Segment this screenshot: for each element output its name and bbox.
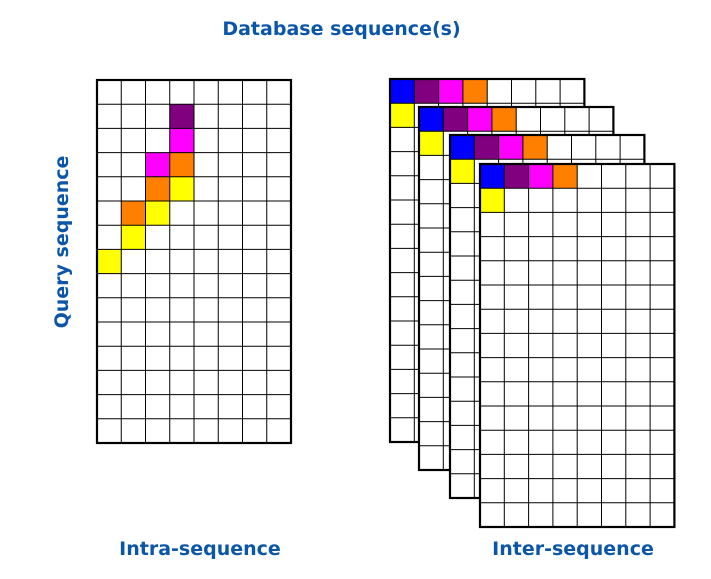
inter-sequence-caption: Inter-sequence	[492, 538, 654, 560]
inter-sequence-grids	[388, 77, 676, 529]
computed-cell	[169, 176, 194, 201]
computed-cell	[145, 201, 170, 226]
grid-border	[478, 162, 676, 529]
computed-cell	[390, 79, 415, 104]
computed-cell	[419, 107, 444, 132]
computed-cell	[438, 79, 463, 104]
computed-cell	[498, 135, 523, 160]
intra-sequence-caption: Intra-sequence	[119, 538, 281, 560]
intra-grid	[95, 78, 293, 445]
computed-cell	[390, 103, 415, 128]
computed-cell	[504, 164, 529, 189]
computed-cell	[450, 159, 475, 184]
computed-cell	[474, 135, 499, 160]
computed-cell	[491, 107, 517, 132]
database-axis-title: Database sequence(s)	[222, 18, 461, 40]
inter-grid-4	[478, 162, 676, 529]
computed-cell	[121, 201, 146, 226]
computed-cell	[169, 128, 194, 153]
computed-cell	[145, 176, 170, 201]
computed-cell	[467, 107, 492, 132]
computed-cell	[169, 152, 194, 177]
computed-cell	[480, 164, 505, 189]
computed-cell	[419, 131, 444, 156]
computed-cell	[528, 164, 553, 189]
computed-cell	[414, 79, 439, 104]
computed-cell	[97, 249, 122, 274]
computed-cell	[450, 135, 475, 160]
computed-cell	[552, 164, 578, 189]
grid-border	[95, 78, 293, 445]
computed-cell	[169, 104, 194, 129]
computed-cell	[145, 152, 170, 177]
computed-cell	[121, 225, 146, 250]
computed-cell	[480, 188, 505, 213]
computed-cell	[443, 107, 468, 132]
intra-sequence-grid	[95, 78, 293, 445]
computed-cell	[462, 79, 488, 104]
computed-cell	[522, 135, 548, 160]
